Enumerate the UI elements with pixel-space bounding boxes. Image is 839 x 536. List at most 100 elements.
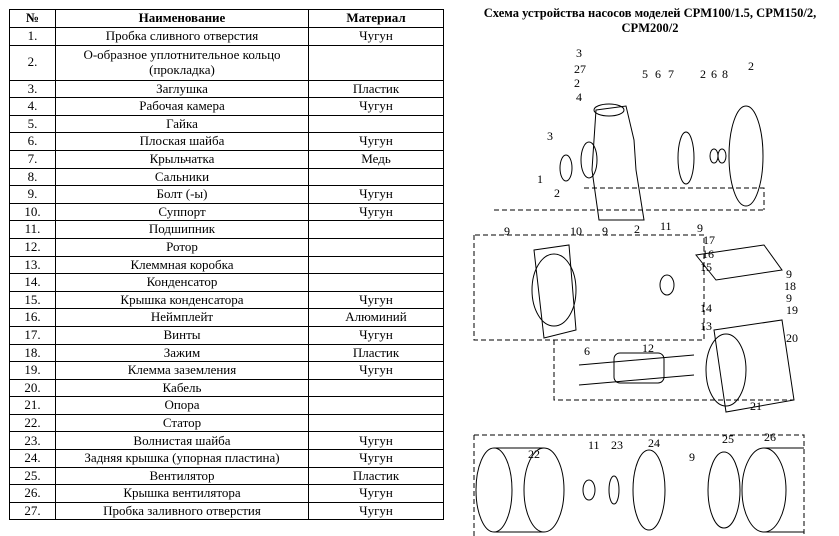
cell-num: 18. [9, 343, 56, 363]
cell-material: Чугун [308, 290, 444, 310]
scheme-title: Схема устройства насосов моделей CPM100/… [483, 6, 817, 35]
table-row: 21.Опора [9, 396, 444, 415]
cell-name: Ротор [55, 237, 309, 257]
cell-name: Неймплейт [55, 308, 309, 327]
cell-material [308, 255, 444, 275]
cell-material: Чугун [308, 132, 444, 151]
callout-number: 5 [642, 67, 648, 81]
cell-num: 19. [9, 361, 56, 380]
callout-number: 11 [588, 438, 600, 452]
callout-number: 9 [689, 450, 695, 464]
callout-number: 24 [648, 436, 660, 450]
callout-number: 2 [574, 76, 580, 90]
callout-number: 12 [642, 341, 654, 355]
cell-num: 6. [9, 132, 56, 151]
cell-name: Винты [55, 325, 309, 345]
callout-number: 17 [703, 233, 715, 247]
table-row: 20.Кабель [9, 378, 444, 398]
cell-num: 15. [9, 290, 56, 310]
cell-material: Чугун [308, 185, 444, 204]
table-row: 14.Конденсатор [9, 273, 444, 292]
cell-name: Задняя крышка (упорная пластина) [55, 449, 309, 468]
cell-num: 8. [9, 167, 56, 187]
table-row: 22.Статор [9, 413, 444, 433]
callout-number: 6 [655, 67, 661, 81]
cell-material [308, 44, 444, 81]
cell-material: Медь [308, 149, 444, 169]
cell-material [308, 378, 444, 398]
cell-material [308, 396, 444, 415]
cell-name: Рабочая камера [55, 97, 309, 116]
callout-number: 25 [722, 432, 734, 446]
table-header-row: № Наименование Материал [9, 9, 444, 28]
callout-number: 3 [547, 129, 553, 143]
callout-number: 7 [668, 67, 674, 81]
cell-name: Кабель [55, 378, 309, 398]
cell-num: 14. [9, 273, 56, 292]
callout-number: 9 [602, 224, 608, 238]
cell-name: Клеммная коробка [55, 255, 309, 275]
cell-num: 5. [9, 114, 56, 134]
cell-material [308, 220, 444, 239]
cell-num: 9. [9, 185, 56, 204]
cell-name: Волнистая шайба [55, 431, 309, 451]
cell-name: Пробка сливного отверстия [55, 27, 309, 46]
table-row: 24.Задняя крышка (упорная пластина)Чугун [9, 449, 444, 468]
cell-material [308, 114, 444, 134]
callout-number: 2 [700, 67, 706, 81]
cell-num: 7. [9, 149, 56, 169]
cell-material: Чугун [308, 325, 444, 345]
callout-number: 23 [611, 438, 623, 452]
cell-num: 24. [9, 449, 56, 468]
cell-name: Крышка вентилятора [55, 484, 309, 503]
cell-name: Зажим [55, 343, 309, 363]
callout-number: 21 [750, 399, 762, 413]
callout-number: 18 [784, 279, 796, 293]
table-row: 2.О-образное уплотнительное кольцо (прок… [9, 44, 444, 81]
cell-name: Пробка заливного отверстия [55, 501, 309, 521]
table-row: 9.Болт (-ы)Чугун [9, 185, 444, 204]
header-name: Наименование [55, 9, 309, 28]
callout-number: 14 [700, 301, 712, 315]
callout-number: 20 [786, 331, 798, 345]
cell-num: 10. [9, 202, 56, 222]
cell-num: 3. [9, 79, 56, 99]
callout-number: 9 [786, 291, 792, 305]
cell-num: 26. [9, 484, 56, 503]
cell-num: 11. [9, 220, 56, 239]
callout-number: 1 [537, 172, 543, 186]
cell-name: Заглушка [55, 79, 309, 99]
header-num: № [9, 9, 56, 28]
cell-num: 1. [9, 27, 56, 46]
table-row: 8.Сальники [9, 167, 444, 187]
cell-num: 13. [9, 255, 56, 275]
cell-name: Клемма заземления [55, 361, 309, 380]
cell-num: 16. [9, 308, 56, 327]
cell-material: Чугун [308, 449, 444, 468]
callout-number: 6 [584, 344, 590, 358]
callout-number: 10 [570, 224, 582, 238]
cell-name: Суппорт [55, 202, 309, 222]
cell-material: Чугун [308, 202, 444, 222]
cell-name: Крышка конденсатора [55, 290, 309, 310]
callout-number: 9 [504, 224, 510, 238]
cell-num: 25. [9, 466, 56, 486]
cell-material: Чугун [308, 484, 444, 503]
cell-material: Чугун [308, 501, 444, 521]
cell-material: Чугун [308, 27, 444, 46]
parts-table: № Наименование Материал 1.Пробка сливног… [9, 9, 444, 521]
cell-name: Подшипник [55, 220, 309, 239]
cell-name: Статор [55, 413, 309, 433]
